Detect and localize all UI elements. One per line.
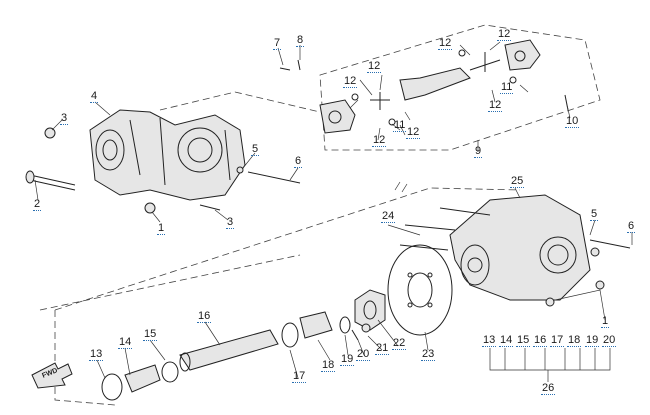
- callout-12-a: 12: [367, 60, 382, 73]
- callout-19-diagram: 19: [340, 353, 355, 366]
- callout-12-c: 12: [372, 134, 387, 147]
- callout-8: 8: [296, 34, 305, 47]
- callout-12-f: 12: [488, 99, 503, 112]
- rear-differential-housing: [449, 194, 591, 301]
- front-differential-housing: [89, 109, 246, 201]
- callout-12-b: 12: [343, 75, 358, 88]
- rear-link-outline: [54, 187, 521, 406]
- washer-21: [361, 323, 371, 333]
- bolts-24: [399, 207, 491, 251]
- bearing-18: [299, 311, 333, 339]
- callout-4: 4: [90, 90, 99, 103]
- ring-15: [161, 361, 179, 383]
- callout-3-left: 3: [60, 112, 69, 125]
- callout-15-kit: 15: [516, 334, 531, 347]
- nut-5-front: [236, 166, 244, 174]
- callout-13-kit: 13: [482, 334, 497, 347]
- sleeve-14: [124, 364, 161, 393]
- fwd-arrow-icon: [31, 362, 73, 389]
- callout-14-diagram: 14: [118, 336, 133, 349]
- leader-lines: [34, 41, 633, 379]
- long-bolt-2: [25, 170, 76, 191]
- callout-21: 21: [375, 342, 390, 355]
- brake-disc: [387, 244, 453, 336]
- callout-5-front: 5: [251, 143, 260, 156]
- pinion-shaft: [179, 329, 279, 372]
- callout-26: 26: [541, 382, 556, 395]
- stud-6-rear: [589, 239, 631, 249]
- callout-3-right: 3: [226, 216, 235, 229]
- kit-bracket-outline: [39, 254, 301, 311]
- nut-1-rear-b: [595, 280, 605, 290]
- front-diff-link-outline: [159, 91, 321, 113]
- callout-25: 25: [510, 175, 525, 188]
- callout-13-diagram: 13: [89, 348, 104, 361]
- callout-20-kit: 20: [602, 334, 617, 347]
- callout-12-g: 12: [497, 28, 512, 41]
- callout-17-diagram: 17: [292, 370, 307, 383]
- kit-bracket-26: [489, 348, 611, 382]
- callout-20-diagram: 20: [356, 348, 371, 361]
- axis-break-mark: [394, 181, 408, 193]
- callout-16-diagram: 16: [197, 310, 212, 323]
- callout-19-kit: 19: [585, 334, 600, 347]
- callout-16-kit: 16: [533, 334, 548, 347]
- bolt-3-right: [199, 204, 221, 211]
- bolt-7-8: [279, 59, 301, 71]
- callout-18-diagram: 18: [321, 359, 336, 372]
- pin-20: [351, 329, 359, 341]
- driveshaft-group-outline: [319, 24, 601, 151]
- callout-6-front: 6: [294, 155, 303, 168]
- callout-6-rear: 6: [627, 220, 636, 233]
- stud-6-front: [247, 171, 301, 184]
- spacer-19: [339, 316, 351, 334]
- nut-1-front: [144, 202, 156, 214]
- callout-17-kit: 17: [550, 334, 565, 347]
- callout-10: 10: [565, 115, 580, 128]
- nut-1-rear-a: [590, 247, 600, 257]
- callout-9: 9: [474, 145, 483, 158]
- callout-23: 23: [421, 348, 436, 361]
- callout-1-front: 1: [157, 222, 166, 235]
- callout-12-d: 12: [406, 126, 421, 139]
- callout-1-rear: 1: [601, 315, 610, 328]
- callout-11-right: 11: [500, 81, 514, 94]
- callout-12-e: 12: [438, 37, 453, 50]
- callout-24: 24: [381, 210, 396, 223]
- callout-11-left: 11: [393, 119, 407, 132]
- ring-17: [281, 322, 299, 348]
- seal-13: [101, 373, 123, 401]
- callout-15-diagram: 15: [143, 328, 158, 341]
- callout-14-kit: 14: [499, 334, 514, 347]
- nut-1-rear-c: [545, 297, 555, 307]
- callout-5-rear: 5: [590, 208, 599, 221]
- callout-18-kit: 18: [567, 334, 582, 347]
- callout-22: 22: [392, 337, 407, 350]
- driveshaft-assembly: [319, 39, 541, 134]
- bolt-3-left: [44, 127, 56, 139]
- hub-flange: [354, 289, 386, 331]
- callout-7: 7: [273, 37, 282, 50]
- callout-2: 2: [33, 198, 42, 211]
